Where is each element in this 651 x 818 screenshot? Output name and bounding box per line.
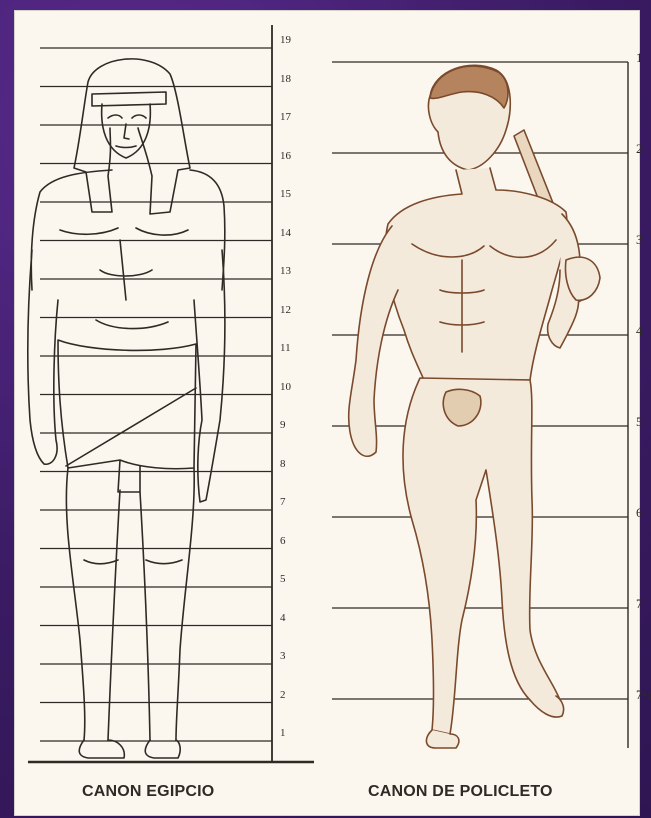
polycleitus-scale-label: 5	[636, 414, 643, 430]
egyptian-scale-label: 14	[280, 227, 291, 239]
egyptian-scale-label: 9	[280, 419, 286, 431]
doryphoros-legs	[403, 378, 560, 734]
polycleitus-canon-caption: CANON DE POLICLETO	[368, 783, 553, 801]
polycleitus-scale-label: 4	[636, 323, 643, 339]
egyptian-scale-label: 1	[280, 727, 286, 739]
egyptian-scale-label: 13	[280, 265, 291, 277]
egyptian-scale-label: 3	[280, 650, 286, 662]
egyptian-grid	[28, 25, 314, 762]
polycleitus-scale-label: 7½	[636, 687, 651, 703]
egyptian-feet	[79, 740, 180, 758]
egyptian-legs	[66, 468, 194, 740]
egyptian-scale-label: 10	[280, 381, 291, 393]
egyptian-scale-label: 17	[280, 111, 291, 123]
egyptian-scale-label: 4	[280, 612, 286, 624]
egyptian-scale-label: 16	[280, 150, 291, 162]
egyptian-torso	[31, 170, 225, 329]
polycleitus-scale-label: 2	[636, 141, 643, 157]
polycleitus-scale-label: 3	[636, 232, 643, 248]
doryphoros-figure	[349, 65, 600, 748]
egyptian-scale-label: 5	[280, 573, 286, 585]
egyptian-headdress	[74, 59, 190, 214]
egyptian-scale-label: 15	[280, 188, 291, 200]
polycleitus-scale-label: 7	[636, 596, 643, 612]
egyptian-right-arm	[194, 250, 225, 502]
egyptian-scale-label: 12	[280, 304, 291, 316]
doryphoros-torso	[385, 168, 567, 380]
egyptian-face	[102, 104, 151, 158]
egyptian-canon-caption: CANON EGIPCIO	[82, 783, 214, 801]
polycleitus-scale-label: 6	[636, 505, 643, 521]
egyptian-eyes	[108, 115, 146, 148]
polycleitus-scale-label: 1	[636, 50, 643, 66]
egyptian-scale-label: 18	[280, 73, 291, 85]
egyptian-scale-label: 7	[280, 496, 286, 508]
egyptian-scale-label: 6	[280, 535, 286, 547]
egyptian-scale-label: 11	[280, 342, 291, 354]
egyptian-scale-label: 19	[280, 34, 291, 46]
egyptian-headband	[92, 92, 166, 106]
doryphoros-left-arm	[349, 226, 398, 456]
egyptian-scale-label: 8	[280, 458, 286, 470]
doryphoros-hand	[565, 257, 600, 300]
egyptian-scale-label: 2	[280, 689, 286, 701]
egyptian-kilt	[58, 340, 196, 492]
